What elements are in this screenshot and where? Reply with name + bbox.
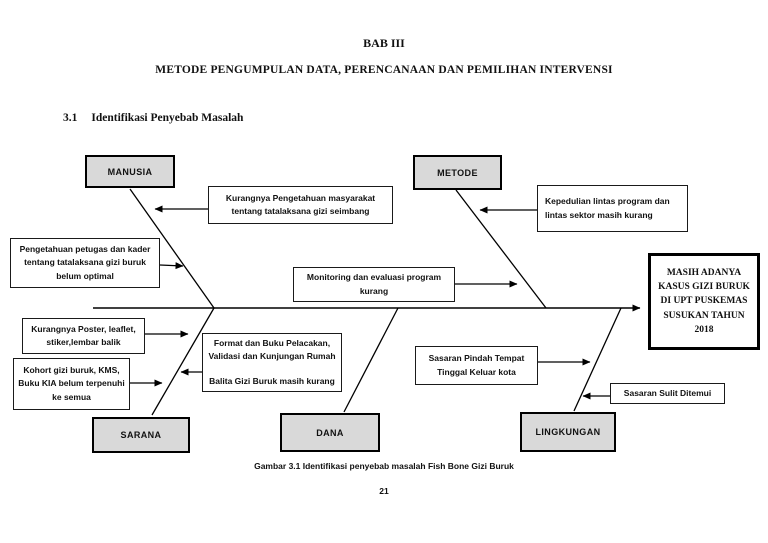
figure-caption: Gambar 3.1 Identifikasi penyebab masalah… bbox=[254, 461, 514, 471]
cause-box-format: Format dan Buku Pelacakan, Validasi dan … bbox=[202, 333, 342, 392]
cause-box-sasaran-sulit: Sasaran Sulit Ditemui bbox=[610, 383, 725, 404]
cause-box-kurangnya-pengetahuan: Kurangnya Pengetahuan masyarakat tentang… bbox=[208, 186, 393, 224]
cause-box-poster: Kurangnya Poster, leaflet, stiker,lembar… bbox=[22, 318, 145, 354]
category-box-sarana: SARANA bbox=[92, 417, 190, 453]
page-number: 21 bbox=[379, 486, 389, 496]
chapter-subtitle: METODE PENGUMPULAN DATA, PERENCANAAN DAN… bbox=[155, 64, 613, 76]
bone-metode bbox=[455, 189, 547, 309]
section-heading: 3.1 Identifikasi Penyebab Masalah bbox=[63, 112, 243, 124]
category-box-lingkungan: LINGKUNGAN bbox=[520, 412, 616, 452]
category-box-manusia: MANUSIA bbox=[85, 155, 175, 188]
cause-format-line2: Balita Gizi Buruk masih kurang bbox=[209, 376, 335, 387]
cause-box-sasaran-pindah: Sasaran Pindah Tempat Tinggal Keluar kot… bbox=[415, 346, 538, 385]
arrow-pengetahuan-petugas bbox=[159, 262, 184, 270]
section-number: 3.1 bbox=[63, 112, 78, 124]
chapter-title: BAB III bbox=[363, 36, 405, 50]
cause-box-monitoring: Monitoring dan evaluasi program kurang bbox=[293, 267, 455, 302]
cause-format-line1: Format dan Buku Pelacakan, Validasi dan … bbox=[208, 337, 336, 361]
effect-box: MASIH ADANYA KASUS GIZI BURUK DI UPT PUS… bbox=[648, 253, 760, 350]
cause-box-kohort: Kohort gizi buruk, KMS, Buku KIA belum t… bbox=[13, 358, 130, 410]
section-title: Identifikasi Penyebab Masalah bbox=[91, 112, 244, 124]
cause-box-pengetahuan-petugas: Pengetahuan petugas dan kader tentang ta… bbox=[10, 238, 160, 288]
category-box-metode: METODE bbox=[413, 155, 502, 190]
cause-box-kepedulian: Kepedulian lintas program dan lintas sek… bbox=[537, 185, 688, 232]
category-box-dana: DANA bbox=[280, 413, 380, 452]
bone-dana bbox=[343, 307, 399, 413]
